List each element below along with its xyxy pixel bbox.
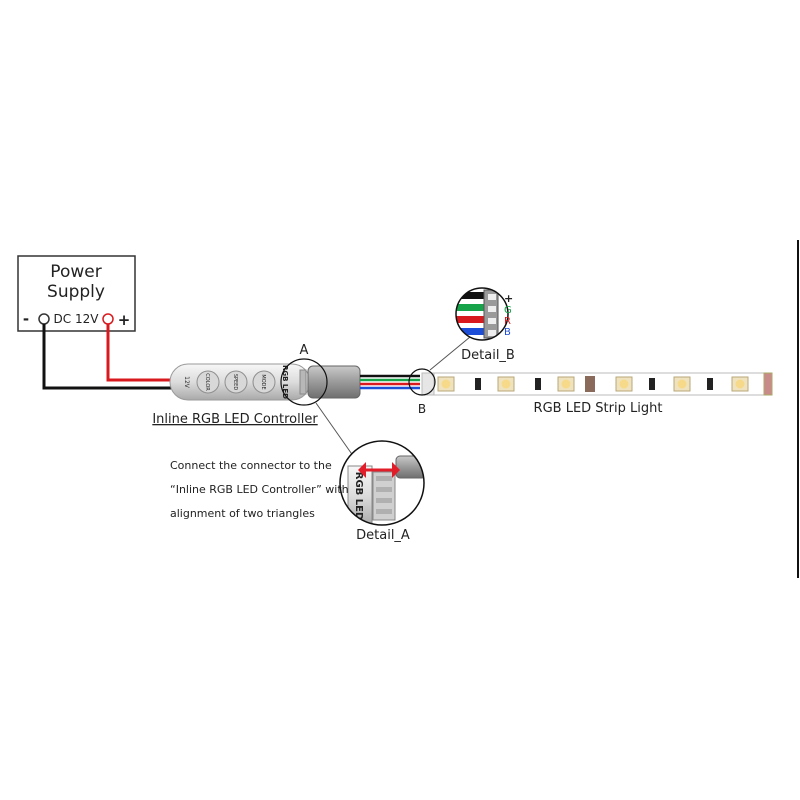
plus-sign: +: [118, 311, 131, 329]
minus-sign: -: [23, 310, 29, 328]
voltage-label: DC 12V: [54, 312, 100, 326]
resistors: [475, 378, 713, 390]
resistor: [707, 378, 713, 390]
pin-plus: +: [504, 292, 513, 305]
cut-mark: [585, 376, 595, 392]
controller-label: Inline RGB LED Controller: [152, 412, 318, 427]
power-supply: Power Supply - DC 12V +: [17, 255, 136, 332]
page-edge-line: [797, 240, 799, 578]
pin-g: G: [504, 305, 512, 316]
power-supply-title-2: Supply: [47, 282, 105, 302]
led-lens: [619, 379, 629, 389]
strip-end-pads: [763, 372, 773, 396]
strip-plug: [307, 365, 361, 399]
black-wire: [42, 324, 172, 390]
led-chips: [437, 376, 749, 392]
led-lens: [561, 379, 571, 389]
detail-b-label: Detail_B: [461, 348, 515, 363]
instruction-line-3: alignment of two triangles: [170, 507, 315, 520]
power-supply-title-1: Power: [50, 262, 101, 282]
color-button-label: COLOR: [204, 373, 210, 391]
instructions: Connect the connector to the “Inline RGB…: [170, 459, 349, 520]
strip-label: RGB LED Strip Light: [534, 401, 663, 416]
detail-b-marker-circle: [408, 368, 436, 396]
pin-b: B: [504, 327, 511, 338]
mode-button: [252, 370, 276, 394]
led-strip: [421, 372, 773, 396]
mode-button-label: MODE: [260, 374, 266, 389]
led-lens: [677, 379, 687, 389]
led-lens: [441, 379, 451, 389]
detail-a-connector-text: RGB LED: [353, 472, 364, 521]
speed-button: [224, 370, 248, 394]
minus-terminal: [38, 313, 50, 325]
resistor: [649, 378, 655, 390]
detail-b: + G R B: [455, 287, 513, 341]
button-12v: 12V: [183, 376, 190, 389]
speed-button-label: SPEED: [232, 374, 238, 391]
rgb-ribbon-wires: [360, 374, 420, 390]
pin-r: R: [504, 316, 511, 327]
resistor: [535, 378, 541, 390]
resistor: [475, 378, 481, 390]
strip-solder-pads: [421, 372, 435, 396]
detail-a-marker-circle: [280, 358, 328, 406]
plus-terminal: [102, 313, 114, 325]
led-lens: [735, 379, 745, 389]
inline-controller: 12V COLOR SPEED MODE RGB LED: [169, 363, 361, 401]
detail-a: RGB LED: [339, 440, 425, 526]
marker-a: A: [300, 343, 309, 358]
detail-b-pointer: [429, 336, 471, 371]
red-wire: [106, 324, 172, 382]
instruction-line-2: “Inline RGB LED Controller” with: [170, 483, 349, 496]
controller-buttons: 12V COLOR SPEED MODE: [183, 370, 276, 394]
svg-text:RGB LED: RGB LED: [281, 365, 289, 399]
color-button: [196, 370, 220, 394]
led-lens: [501, 379, 511, 389]
power-wires: [42, 324, 172, 390]
controller-connector-text: RGB LED: [281, 365, 289, 399]
svg-text:12V: 12V: [183, 376, 190, 389]
detail-a-label: Detail_A: [356, 528, 410, 543]
marker-b: B: [418, 402, 426, 416]
instruction-line-1: Connect the connector to the: [170, 459, 332, 472]
connector-pins: [299, 369, 307, 395]
detail-a-pointer: [315, 402, 357, 461]
